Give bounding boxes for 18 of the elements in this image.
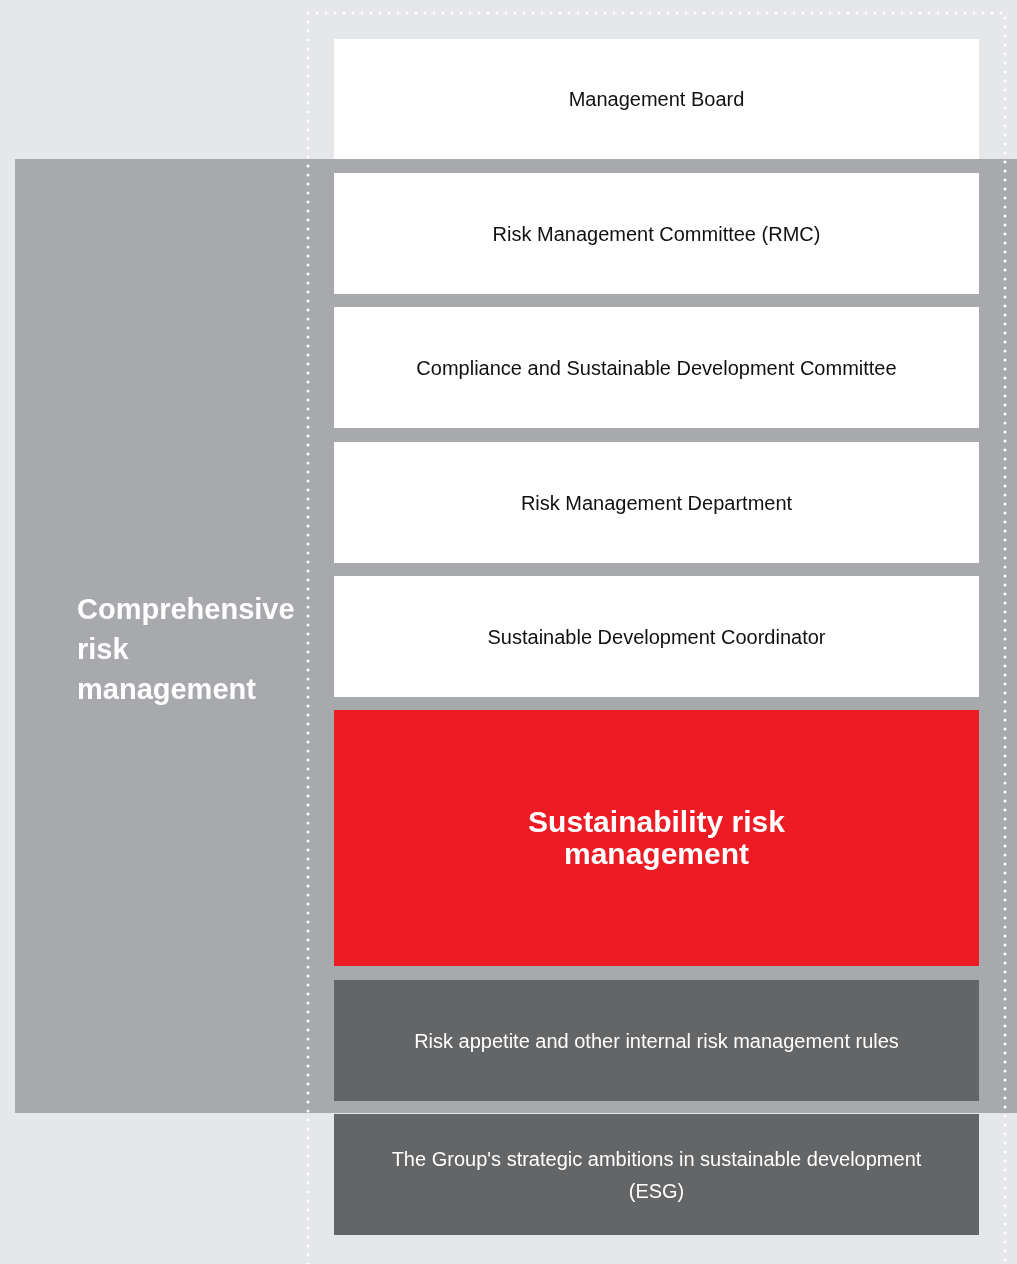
layer-label: Management Board (568, 87, 745, 112)
layer-box (334, 39, 979, 159)
highlight-box (334, 710, 979, 966)
layer-box (334, 980, 979, 1101)
layer-box (334, 442, 979, 563)
layer-box (334, 1114, 979, 1235)
layer-label: Risk Management Department (520, 490, 793, 516)
highlight-label: Sustainability risk management (527, 806, 786, 870)
layer-box (334, 307, 979, 428)
layer-label: Sustainable Development Coordinator (487, 624, 826, 650)
layer-label: Compliance and Sustainable Development Committee (416, 355, 897, 381)
layer-box (334, 576, 979, 697)
side-band (15, 159, 1017, 1113)
layer-box (334, 173, 979, 294)
layer-label: Risk appetite and other internal risk management rules (414, 1028, 899, 1054)
layer-label: Risk Management Committee (RMC) (492, 221, 821, 247)
layer-label: The Group's strategic ambitions in sustainable development (ESG) (390, 1146, 923, 1204)
band-title: Comprehensive risk management (77, 592, 296, 707)
